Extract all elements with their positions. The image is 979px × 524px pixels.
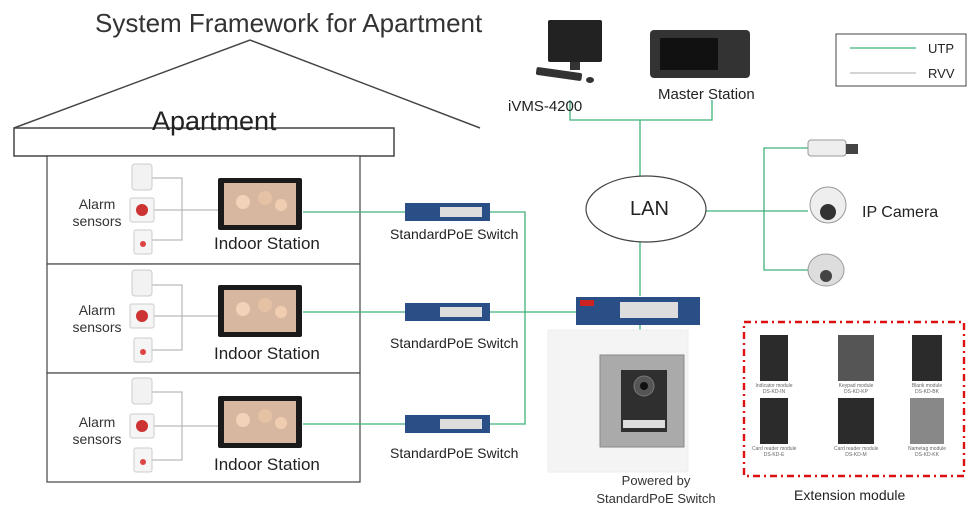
alarm-sensors-label: Alarm sensors (72, 414, 122, 447)
door-station-caption: Powered by StandardPoE Switch (588, 472, 724, 508)
alarm-sensors-label: Alarm sensors (72, 196, 122, 229)
extension-module-label: Extension module (794, 487, 906, 503)
lan-label: LAN (630, 198, 669, 220)
poe-switch-label: StandardPoE Switch (390, 445, 519, 461)
indoor-station-label: Indoor Station (214, 344, 320, 363)
house-roof (13, 39, 481, 129)
indoor-station-label: Indoor Station (214, 455, 320, 474)
diagram-title: System Framework for Apartment (95, 8, 483, 38)
indoor-station-label: Indoor Station (214, 234, 320, 253)
legend-box (835, 33, 967, 87)
ivms-label: iVMS-4200 (508, 98, 583, 115)
floor-3-box (46, 372, 361, 483)
house-label: Apartment (152, 106, 277, 136)
master-station-device (650, 30, 750, 78)
door-station-caption-line2: StandardPoE Switch (596, 491, 716, 506)
poe-switch-label: StandardPoE Switch (390, 226, 519, 242)
ip-camera-label: IP Camera (862, 204, 939, 221)
indoor-station-devices (218, 178, 302, 448)
master-station-label: Master Station (658, 86, 755, 103)
pc-devices (535, 20, 602, 83)
alarm-sensor-devices (129, 163, 155, 473)
utp-wires (303, 100, 808, 425)
poe-switch-label: StandardPoE Switch (390, 335, 519, 351)
alarm-sensors-label: Alarm sensors (72, 302, 122, 335)
legend-rvv-label: RVV (928, 66, 955, 81)
lan-cloud (585, 175, 707, 243)
door-station-caption-line1: Powered by (621, 473, 691, 488)
legend-utp-label: UTP (928, 41, 954, 56)
extension-module-devices (760, 335, 944, 444)
ip-camera-devices (807, 139, 858, 287)
poe-switch-devices (405, 203, 700, 433)
